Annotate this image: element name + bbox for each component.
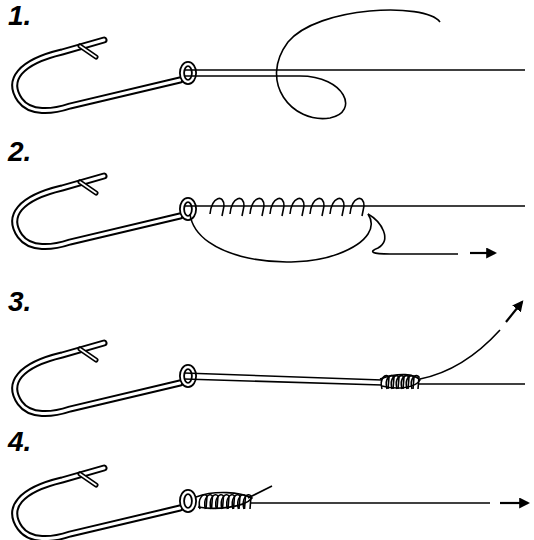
knot-coils (196, 493, 252, 509)
fishing-line (184, 206, 525, 262)
step-number: 2. (8, 138, 31, 166)
fishing-line (184, 302, 525, 385)
coil-stroke (196, 493, 252, 509)
fishing-line (184, 10, 525, 119)
fishing-line (248, 486, 528, 503)
coil-stroke (310, 198, 324, 216)
hook (15, 468, 194, 539)
coil-stroke (380, 375, 420, 388)
hook (15, 343, 194, 414)
coil-stroke (230, 198, 244, 216)
step-number: 1. (8, 2, 31, 30)
coil-stroke (210, 198, 224, 216)
knot-coils (380, 375, 420, 389)
coil-stroke (330, 198, 344, 216)
step-number: 4. (8, 428, 31, 456)
hook (15, 176, 194, 247)
coil-stroke (270, 198, 284, 216)
step-number: 3. (8, 288, 31, 316)
hook (15, 40, 194, 111)
line-coils (210, 198, 364, 216)
coil-stroke (290, 198, 304, 216)
coil-stroke (250, 198, 264, 216)
coil-stroke (350, 198, 364, 216)
